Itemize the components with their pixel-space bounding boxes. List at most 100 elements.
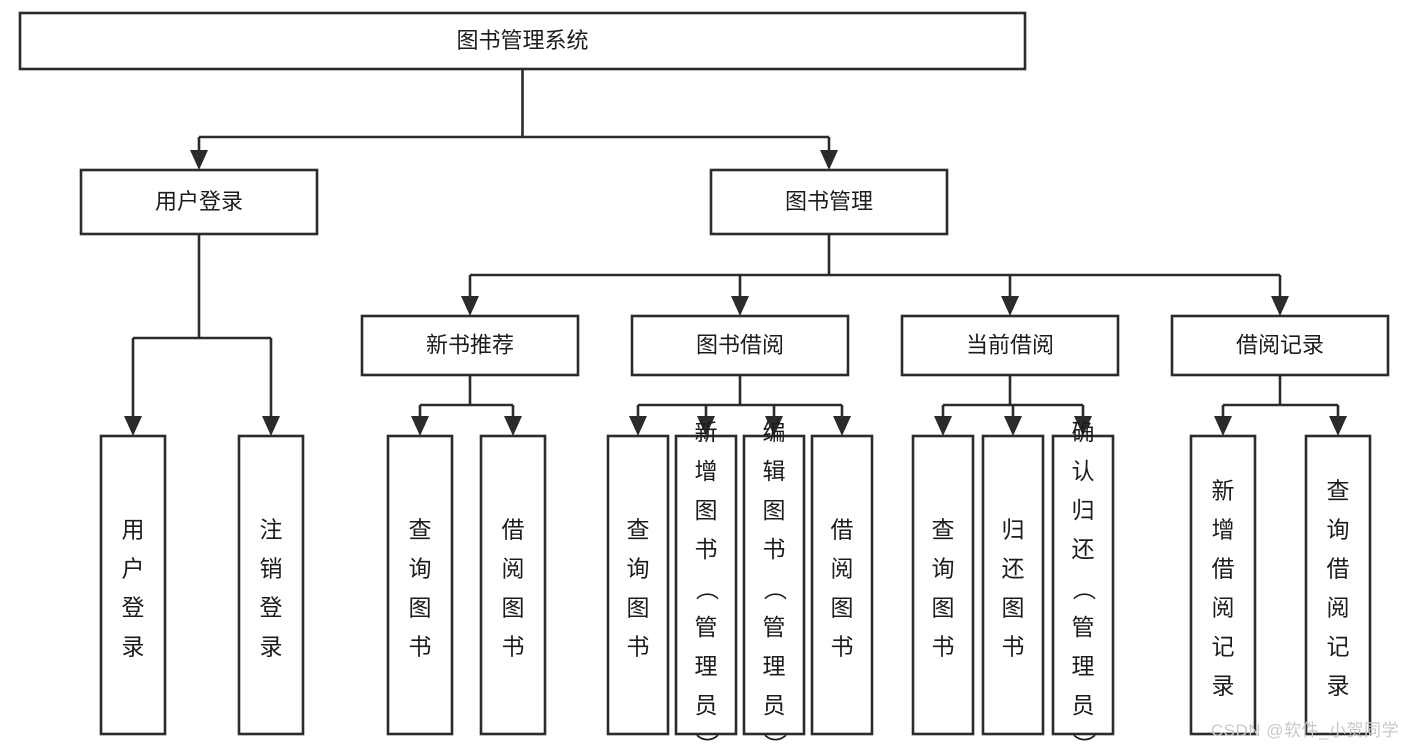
level3-node-2[interactable]: 当前借阅 xyxy=(900,314,1120,377)
leaf-node-char: 理 xyxy=(1072,653,1095,679)
leaf-node-char: 理 xyxy=(763,653,786,679)
arrow-down-icon-level3-3 xyxy=(1271,296,1289,316)
leaf-node-char: 阅 xyxy=(831,555,854,581)
level2-node-label: 用户登录 xyxy=(155,189,243,214)
level2-node-box[interactable] xyxy=(79,168,319,236)
leaf-node-box[interactable] xyxy=(1304,434,1372,736)
root-node[interactable]: 图书管理系统 xyxy=(18,11,1027,71)
leaf-node-box[interactable] xyxy=(981,434,1045,736)
level2-node-1[interactable]: 图书管理 xyxy=(709,168,949,236)
level3-node-0[interactable]: 新书推荐 xyxy=(360,314,580,377)
level2-node-box[interactable] xyxy=(709,168,949,236)
leaf-node-char: 员 xyxy=(763,692,786,718)
leaf-node-box[interactable] xyxy=(1189,434,1257,736)
level2-node-0[interactable]: 用户登录 xyxy=(79,168,319,236)
leaf-node-char: 询 xyxy=(932,555,955,581)
arrow-down-icon-level2-1 xyxy=(820,150,838,170)
leaf-node-char: 管 xyxy=(763,614,786,640)
leaf-node-char: 询 xyxy=(409,555,432,581)
leaf-node-char: 录 xyxy=(122,633,145,659)
leaf-node-box[interactable] xyxy=(674,434,738,736)
level3-node-3[interactable]: 借阅记录 xyxy=(1170,314,1390,377)
leaf-node-char: 记 xyxy=(1212,633,1235,659)
leaf-node-0[interactable]: 用户登录 xyxy=(99,434,167,736)
leaf-node-char: 登 xyxy=(260,594,283,620)
leaf-node-box[interactable] xyxy=(911,434,975,736)
leaf-node-char: 编 xyxy=(763,419,786,445)
arrow-down-icon-leaf-2-2 xyxy=(1074,416,1092,436)
arrow-down-icon-level3-2 xyxy=(1001,296,1019,316)
arrow-down-icon-leaf-1-3 xyxy=(833,416,851,436)
leaf-node-char: 户 xyxy=(122,555,145,581)
leaf-node-char: 查 xyxy=(932,516,955,542)
leaf-node-char: 询 xyxy=(627,555,650,581)
leaf-node-box[interactable] xyxy=(237,434,305,736)
leaf-node-box[interactable] xyxy=(810,434,874,736)
leaf-node-char: 图 xyxy=(502,594,525,620)
leaf-node-char: 借 xyxy=(1327,555,1350,581)
level3-node-box[interactable] xyxy=(360,314,580,377)
leaf-node-box[interactable] xyxy=(742,434,806,736)
level3-node-box[interactable] xyxy=(900,314,1120,377)
leaf-node-char: ） xyxy=(694,733,720,747)
leaf-node-char: 图 xyxy=(409,594,432,620)
leaf-node-char: 书 xyxy=(763,536,786,562)
nodes-layer: 图书管理系统用户登录图书管理新书推荐图书借阅当前借阅借阅记录用户登录注销登录查询… xyxy=(18,11,1390,747)
level3-node-label: 图书借阅 xyxy=(696,332,784,357)
leaf-node-box[interactable] xyxy=(1051,434,1115,736)
leaf-node-char: 录 xyxy=(1327,672,1350,698)
leaf-node-box[interactable] xyxy=(606,434,670,736)
leaf-node-char: 借 xyxy=(1212,555,1235,581)
leaf-node-char: 员 xyxy=(1072,692,1095,718)
leaf-node-char: 管 xyxy=(695,614,718,640)
level3-node-label: 当前借阅 xyxy=(966,332,1054,357)
leaf-node-box[interactable] xyxy=(479,434,547,736)
leaf-node-char: 确 xyxy=(1072,419,1095,445)
leaf-node-box[interactable] xyxy=(386,434,454,736)
leaf-node-char: 查 xyxy=(1327,477,1350,503)
leaf-node-char: 书 xyxy=(409,633,432,659)
leaf-node-char: 书 xyxy=(932,633,955,659)
leaf-node-char: 还 xyxy=(1072,536,1095,562)
leaf-node-char: 员 xyxy=(695,692,718,718)
leaf-node-char: 登 xyxy=(122,594,145,620)
leaf-node-char: 认 xyxy=(1072,458,1095,484)
leaf-node-char: 归 xyxy=(1002,516,1025,542)
leaf-node-box[interactable] xyxy=(99,434,167,736)
leaf-node-char: 借 xyxy=(502,516,525,542)
level3-node-box[interactable] xyxy=(1170,314,1390,377)
leaf-node-char: 图 xyxy=(627,594,650,620)
arrow-down-icon-leaf-0-0 xyxy=(411,416,429,436)
arrow-down-icon-leaf-1-1 xyxy=(697,416,715,436)
leaf-node-char: 记 xyxy=(1327,633,1350,659)
arrow-down-icon-leaf-2-1 xyxy=(1004,416,1022,436)
root-node-box[interactable] xyxy=(18,11,1027,71)
level3-node-1[interactable]: 图书借阅 xyxy=(630,314,850,377)
leaf-node-char: 辑 xyxy=(763,458,786,484)
leaf-node-char: ） xyxy=(762,733,788,747)
level3-node-box[interactable] xyxy=(630,314,850,377)
leaf-node-char: 理 xyxy=(695,653,718,679)
leaf-node-char: 增 xyxy=(695,458,718,484)
leaf-node-char: 书 xyxy=(1002,633,1025,659)
arrow-down-icon-level3-1 xyxy=(731,296,749,316)
leaf-node-char: 图 xyxy=(763,497,786,523)
leaf-node-char: 录 xyxy=(260,633,283,659)
leaf-node-char: 图 xyxy=(932,594,955,620)
arrow-down-icon-leaf-0-1 xyxy=(504,416,522,436)
leaf-node-char: 销 xyxy=(260,555,283,581)
